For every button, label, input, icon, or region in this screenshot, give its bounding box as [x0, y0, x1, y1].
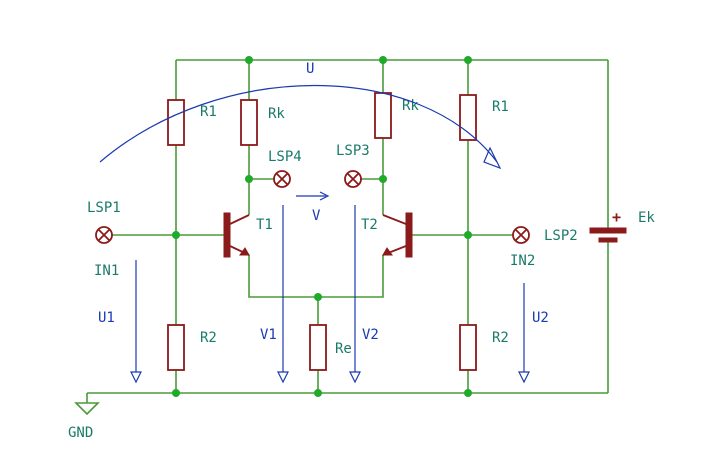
junction-dot	[464, 389, 472, 397]
label-r1-right: R1	[492, 99, 509, 115]
resistor-r2-left	[167, 324, 185, 371]
voltage-annotations: U V U1 U2 V1 V2	[98, 61, 549, 384]
testpoint-lsp2	[512, 226, 530, 244]
label-lsp4: LSP4	[268, 149, 302, 165]
junction-dot	[464, 56, 472, 64]
arrow-u	[99, 85, 498, 163]
annotation-v1: V1	[260, 327, 277, 343]
resistor-re	[309, 324, 327, 371]
label-in2: IN2	[510, 253, 535, 269]
label-in1: IN1	[94, 263, 119, 279]
label-t1: T1	[256, 217, 273, 233]
junctions	[172, 56, 472, 397]
annotation-v2: V2	[362, 327, 379, 343]
battery-ek	[589, 227, 627, 243]
label-r1-left: R1	[200, 104, 217, 120]
testpoint-lsp4	[273, 170, 291, 188]
arrowhead-v2	[349, 371, 361, 384]
junction-dot	[379, 175, 387, 183]
label-rk-left: Rk	[268, 106, 285, 122]
arrowhead-v1	[277, 371, 289, 384]
arrowhead-u	[483, 146, 502, 170]
label-lsp1: LSP1	[87, 200, 121, 216]
junction-dot	[464, 231, 472, 239]
resistor-r1-left	[167, 99, 185, 146]
label-lsp2: LSP2	[544, 228, 578, 244]
label-lsp3: LSP3	[336, 143, 370, 159]
resistor-rk-left	[240, 99, 258, 146]
resistor-rk-right	[374, 92, 392, 139]
label-t2: T2	[361, 217, 378, 233]
junction-dot	[172, 231, 180, 239]
arrowhead-v	[319, 191, 330, 201]
label-ek: Ek	[638, 210, 655, 226]
testpoint-lsp3	[344, 170, 362, 188]
junction-dot	[379, 56, 387, 64]
transistor-t1	[223, 212, 250, 258]
annotation-u1: U1	[98, 310, 115, 326]
testpoint-lsp1	[95, 226, 113, 244]
annotation-v: V	[312, 208, 321, 224]
label-r2-right: R2	[492, 330, 509, 346]
annotation-u: U	[306, 61, 314, 77]
label-re: Re	[335, 341, 352, 357]
resistors	[167, 92, 477, 371]
arrowhead-u1	[130, 371, 142, 384]
resistor-r1-right	[459, 94, 477, 141]
label-gnd: GND	[68, 425, 93, 441]
junction-dot	[314, 293, 322, 301]
junction-dot	[314, 389, 322, 397]
label-r2-left: R2	[200, 330, 217, 346]
ground-symbol	[74, 402, 100, 416]
junction-dot	[245, 56, 253, 64]
label-ek-plus: +	[612, 208, 621, 226]
resistor-r2-right	[459, 324, 477, 371]
arrowhead-u2	[518, 371, 530, 384]
junction-dot	[245, 175, 253, 183]
component-labels: R1 R1 Rk Rk R2 R2 Re T1 T2 LSP1 LSP2 LSP…	[68, 98, 655, 441]
junction-dot	[172, 389, 180, 397]
label-rk-right: Rk	[402, 98, 419, 114]
transistor-t2	[382, 212, 413, 258]
annotation-u2: U2	[532, 310, 549, 326]
